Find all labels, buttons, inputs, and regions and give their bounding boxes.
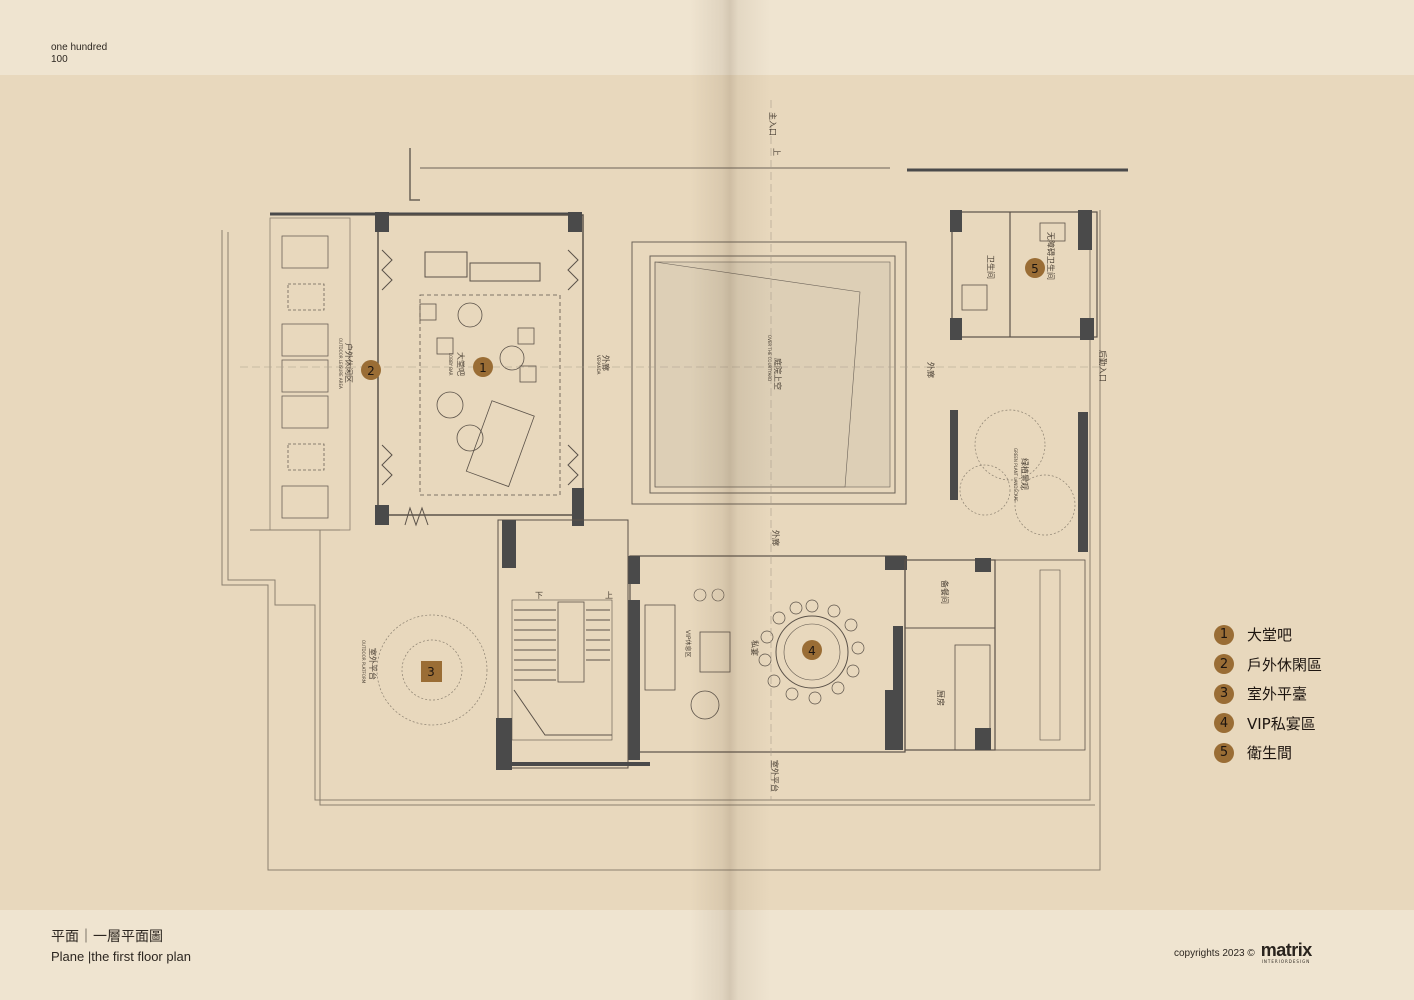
legend-item: 5 衛生間 [1214, 738, 1322, 768]
brand-logo-mark: matrix [1260, 940, 1313, 960]
label-rear-entry: 后勤入口 [1098, 350, 1108, 382]
label-private-banquet: 私宴 [750, 640, 760, 656]
legend-item: 1 大堂吧 [1214, 620, 1322, 650]
badge-1-number: 1 [479, 361, 487, 375]
badge-4 [802, 640, 822, 660]
restroom-columns [950, 210, 1094, 552]
lobby-bar-room [377, 214, 584, 527]
plan-labels: 主入口 上 大堂吧 LOBBY BAR 户外休闲区 OUTDOOR LEISUR… [338, 112, 1108, 792]
label-accessible-restroom: 无障碍卫生间 [1046, 232, 1056, 280]
legend-badge: 1 [1214, 624, 1234, 645]
vip-columns [628, 556, 907, 760]
badge-3 [421, 661, 442, 682]
axis-lines [240, 100, 1100, 800]
legend-badge: 4 [1214, 713, 1234, 734]
label-courtyard: 庭院上空 [773, 358, 783, 390]
label-down: 下 [535, 591, 543, 600]
staircase [497, 519, 629, 769]
label-outdoor-leisure: 户外休闲区 [344, 343, 354, 383]
legend-badge: 3 [1214, 683, 1234, 704]
book-gutter-shadow [690, 0, 770, 1000]
brand-logo: matrix INTERIORDESIGN [1260, 940, 1313, 964]
page-number: one hundred 100 [51, 42, 107, 66]
label-outdoor-platform-en: OUTDOOR PLATFORM [361, 640, 366, 684]
legend-badge: 2 [1214, 654, 1234, 675]
legend-label: 大堂吧 [1247, 626, 1293, 645]
courtyard-void [631, 241, 907, 505]
label-up-2: 上 [605, 591, 613, 600]
label-courtyard-en: OVER THE COURTYARD [767, 335, 772, 381]
copyright: copyrights 2023 © matrix INTERIORDESIGN [1174, 940, 1313, 964]
lobby-bar-columns [375, 212, 584, 526]
plan-caption: 平面｜一層平面圖 Plane |the first floor plan [51, 926, 191, 966]
badge-2 [361, 360, 381, 380]
label-veranda-2: 外廊 [926, 362, 936, 378]
caption-chinese: 平面｜一層平面圖 [51, 928, 163, 944]
legend-label: 衛生間 [1247, 744, 1293, 763]
label-outdoor-platform-2: 室外平台 [770, 760, 780, 792]
stair-walls [496, 520, 650, 770]
green-landscape [959, 409, 1076, 536]
badge-2-number: 2 [367, 364, 375, 378]
label-kitchen: 厨房 [936, 690, 946, 706]
legend-label: 戶外休閑區 [1247, 655, 1323, 674]
page-number-digits: 100 [51, 54, 68, 65]
kitchen-block [904, 559, 1086, 751]
copyright-text: copyrights 2023 © [1174, 948, 1255, 959]
top-band [0, 0, 1414, 75]
label-pantry: 备餐间 [940, 580, 950, 604]
legend-item: 4 VIP私宴區 [1214, 709, 1322, 739]
page-number-words: one hundred [51, 42, 108, 53]
bottom-band [0, 910, 1414, 1000]
label-outdoor-leisure-en: OUTDOOR LEISURE AREA [338, 338, 343, 389]
label-lobby-bar-en: LOBBY BAR [448, 353, 453, 376]
outdoor-lounge-chairs [269, 217, 351, 531]
label-vip-lounge: VIP休息区 [684, 630, 692, 658]
badge-5-number: 5 [1031, 262, 1039, 276]
badge-5 [1025, 258, 1045, 278]
legend-label: 室外平臺 [1247, 685, 1308, 704]
badge-4-number: 4 [808, 644, 816, 658]
label-up: 上 [772, 148, 781, 156]
legend-item: 3 室外平臺 [1214, 679, 1322, 709]
plan-badges: 1 2 3 4 5 [361, 258, 1045, 682]
label-green-landscape: 绿植景观 [1020, 458, 1030, 490]
label-green-landscape-en: GREEN PLANT LANDSCAPE [1013, 448, 1018, 502]
restroom-block [951, 211, 1098, 338]
kitchen-columns [893, 558, 991, 750]
caption-english: Plane |the first floor plan [51, 949, 191, 964]
legend-label: VIP私宴區 [1247, 714, 1316, 733]
label-lobby-bar: 大堂吧 [456, 352, 466, 376]
label-veranda: 外廊 [601, 355, 611, 371]
legend-item: 2 戶外休閑區 [1214, 650, 1322, 680]
label-restroom: 卫生间 [986, 255, 996, 279]
label-veranda-en: VERANDA [596, 355, 601, 375]
banquet-chairs [758, 599, 865, 705]
badge-3-number: 3 [427, 665, 435, 679]
label-outdoor-platform: 室外平台 [368, 648, 378, 680]
label-veranda-3: 外廊 [771, 530, 781, 546]
exterior-walls [270, 148, 1128, 216]
legend: 1 大堂吧 2 戶外休閑區 3 室外平臺 4 VIP私宴區 5 衛生間 [1214, 620, 1322, 768]
label-main-entry: 主入口 [768, 112, 778, 136]
brand-logo-subtitle: INTERIORDESIGN [1261, 959, 1311, 964]
legend-badge: 5 [1214, 742, 1234, 763]
outdoor-platform-tree [376, 614, 488, 726]
badge-1 [473, 357, 493, 377]
